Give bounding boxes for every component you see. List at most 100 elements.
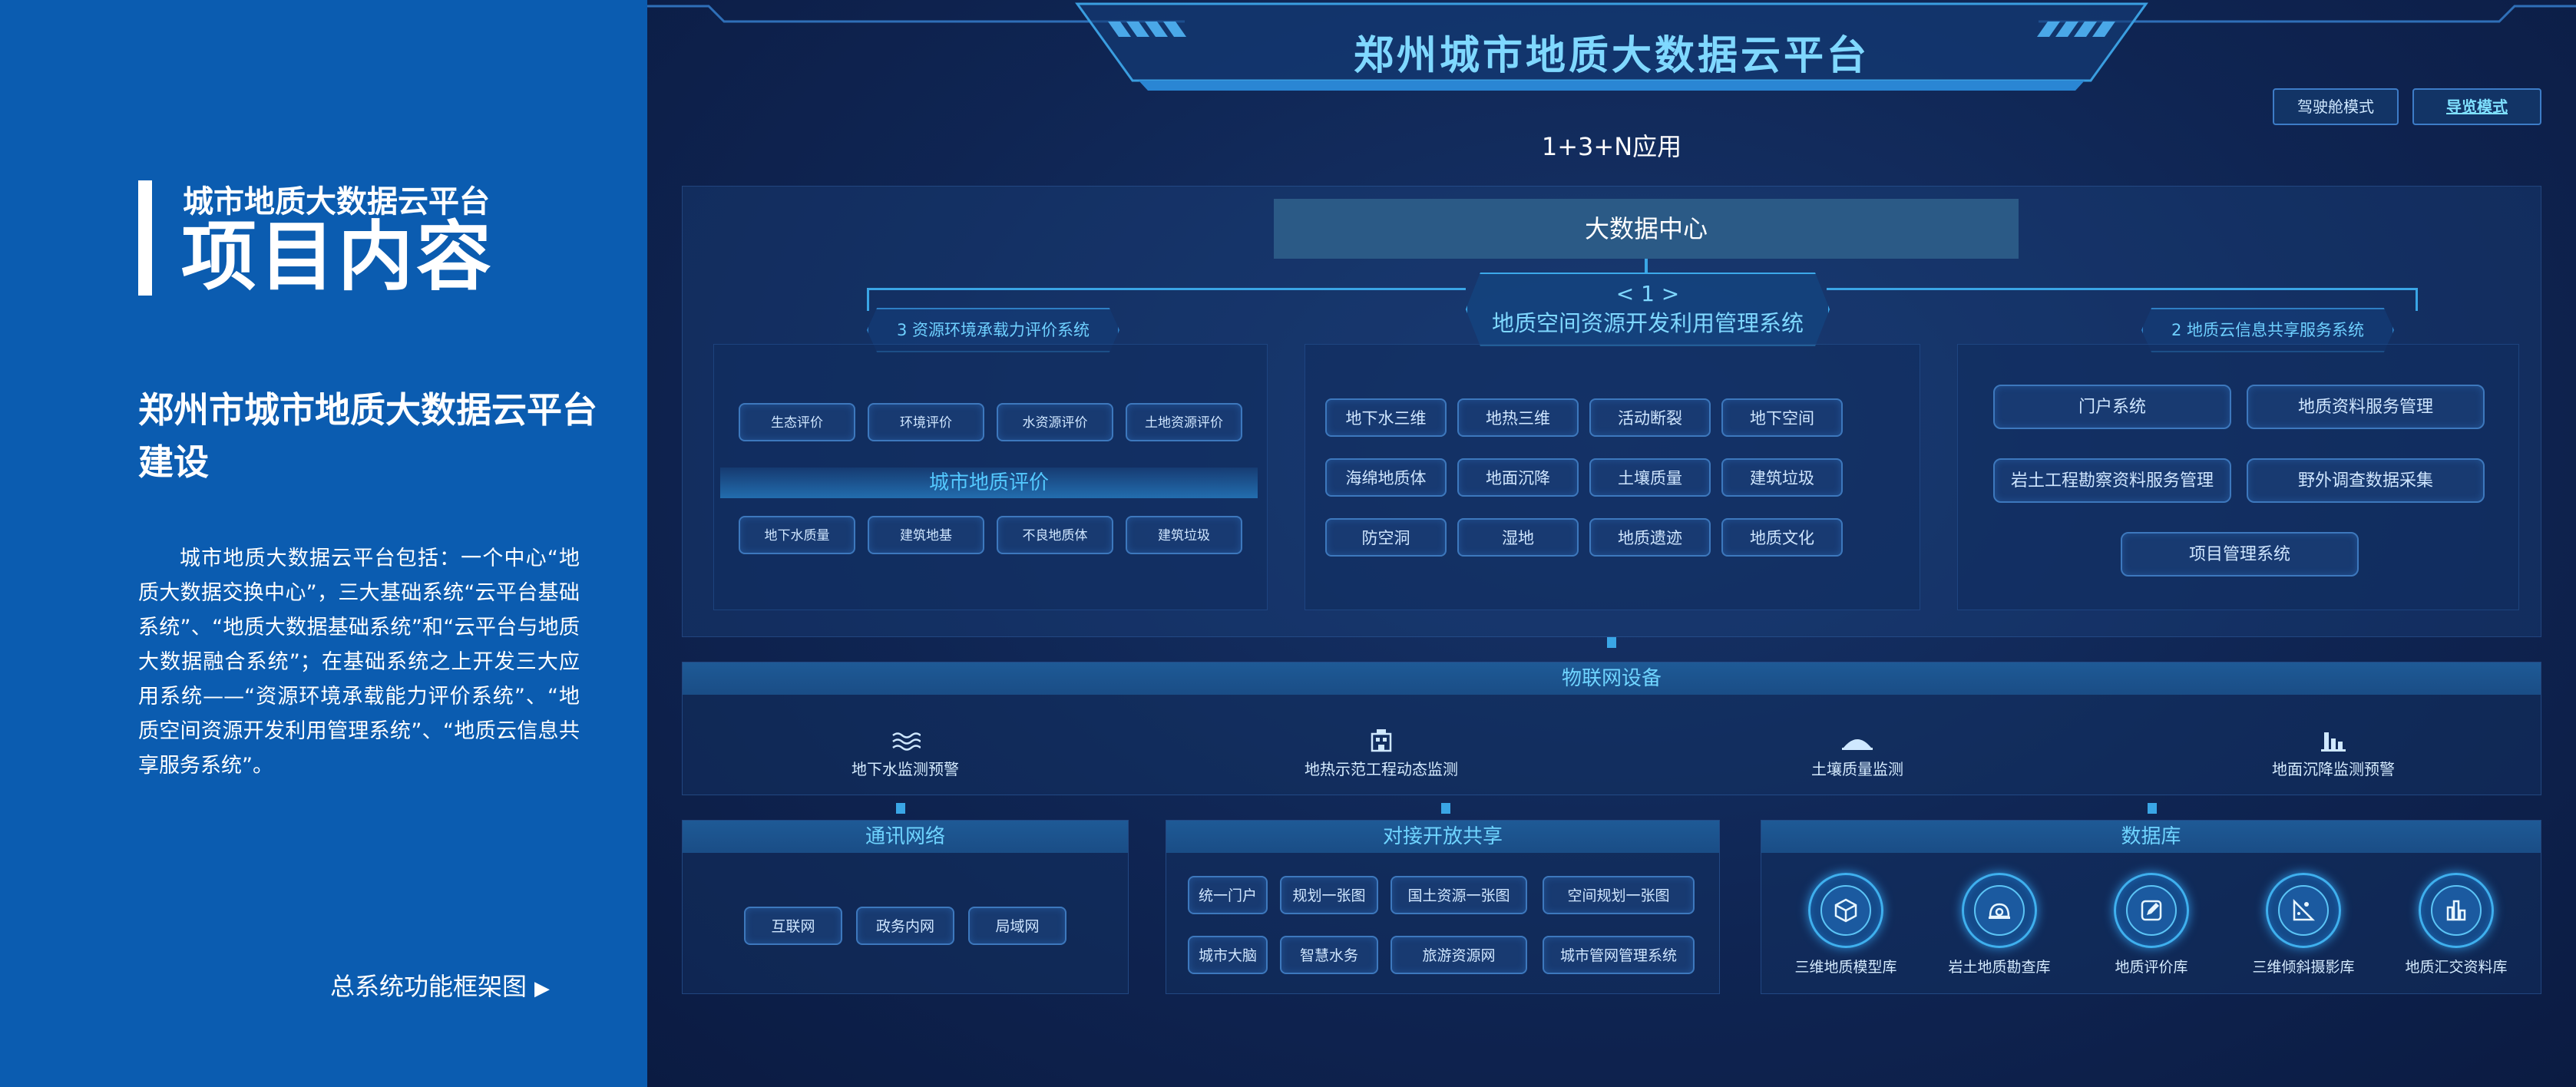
database-item-label: 三维地质模型库 [1794,959,1897,976]
system-architecture-area: 大数据中心 < 1 > 地质空间资源开发利用管理系统 3 资源环境承载力评价系统… [682,186,2541,637]
database-item[interactable]: 三维倾斜摄影库 [2219,873,2388,976]
iot-item[interactable]: 地下水监测预警 [767,728,1043,779]
connector-dot [1607,637,1616,648]
module-chip[interactable]: 地质遗迹 [1589,518,1711,557]
database-item[interactable]: 地质汇交资料库 [2372,873,2541,976]
soil-mound-icon [1842,739,1873,750]
iot-item[interactable]: 土壤质量监测 [1719,728,1996,779]
database-item-label: 地质汇交资料库 [2405,959,2508,976]
edit-icon [2141,900,2162,921]
network-section: 通讯网络 互联网 政务内网 局域网 [682,820,1129,994]
iot-item-label: 地下水监测预警 [852,760,959,778]
db-icon-ring [1962,873,2037,948]
eval-chip[interactable]: 地下水质量 [739,516,855,554]
dashboard-title: 郑州城市地质大数据云平台 [1353,33,1870,79]
module-chip[interactable]: 土壤质量 [1589,458,1711,497]
bigdata-center-box: 大数据中心 [1274,199,2019,259]
database-item-label: 三维倾斜摄影库 [2252,959,2355,976]
database-title-bar: 数据库 [1761,821,2541,853]
share-chip[interactable]: 城市管网管理系统 [1543,936,1695,974]
service-chip[interactable]: 项目管理系统 [2121,532,2359,577]
connector-dot [1441,803,1450,814]
connector-dot [2148,803,2157,814]
urban-geo-eval-bar: 城市地质评价 [720,468,1258,498]
service-chip[interactable]: 门户系统 [1993,385,2231,429]
db-icon-ring [2266,873,2341,948]
share-chip[interactable]: 空间规划一张图 [1543,876,1695,914]
cockpit-mode-button[interactable]: 驾驶舱模式 [2273,88,2399,125]
geo-cloud-sharing-panel: 门户系统 地质资料服务管理 岩土工程勘察资料服务管理 野外调查数据采集 项目管理… [1957,344,2519,610]
db-icon-core [1820,885,1871,936]
share-chip[interactable]: 规划一张图 [1280,876,1378,914]
iot-devices-section: 物联网设备 地下水监测预警 地热示范工程动态监测 土壤质量监测 地面沉降监测预警 [682,662,2541,795]
database-section: 数据库 三维地质模型库 岩土地质勘查库 地质评价库 三维倾斜摄影库 [1761,820,2541,994]
database-item[interactable]: 岩土地质勘查库 [1915,873,2084,976]
play-arrow-icon: ▶ [534,977,551,1000]
project-description: 城市地质大数据云平台包括：一个中心“地质大数据交换中心”，三大基础系统“云平台基… [138,547,580,778]
share-chip[interactable]: 智慧水务 [1280,936,1378,974]
module-chip[interactable]: 地下空间 [1721,398,1843,437]
share-chip[interactable]: 统一门户 [1188,876,1268,914]
bar-chart-icon [2446,900,2466,921]
geo-space-panel: 地下水三维 地热三维 活动断裂 地下空间 海绵地质体 地面沉降 土壤质量 建筑垃… [1305,344,1920,610]
iot-item[interactable]: 地热示范工程动态监测 [1243,728,1519,779]
service-chip[interactable]: 野外调查数据采集 [2247,458,2485,503]
share-chip[interactable]: 城市大脑 [1188,936,1268,974]
network-chip[interactable]: 局域网 [968,907,1066,945]
service-chip[interactable]: 岩土工程勘察资料服务管理 [1993,458,2231,503]
eval-chip[interactable]: 生态评价 [739,403,855,441]
connector-line [1645,259,1648,274]
title-accent-bar [138,180,152,296]
eval-chip[interactable]: 建筑垃圾 [1126,516,1242,554]
framework-diagram-link[interactable]: 总系统功能框架图▶ [330,967,550,1003]
iot-title-bar: 物联网设备 [683,662,2541,695]
database-item-label: 地质评价库 [2115,959,2188,976]
header-frame [647,2,2576,91]
connector-line [867,288,869,311]
panel-title: 项目内容 [181,213,495,301]
module-chip[interactable]: 防空洞 [1325,518,1447,557]
eval-chip[interactable]: 水资源评价 [997,403,1113,441]
share-chip[interactable]: 国土资源一张图 [1391,876,1527,914]
geo-space-system-hub[interactable]: < 1 > 地质空间资源开发利用管理系统 [1466,273,1830,346]
db-icon-core [2278,885,2329,936]
database-item[interactable]: 地质评价库 [2067,873,2236,976]
module-chip[interactable]: 地下水三维 [1325,398,1447,437]
left-info-panel: 城市地质大数据云平台 项目内容 郑州市城市地质大数据云平台建设 城市地质大数据云… [0,0,647,1087]
eval-chip[interactable]: 环境评价 [868,403,984,441]
hub-number: < 1 > [1615,281,1680,306]
database-item[interactable]: 三维地质模型库 [1761,873,1930,976]
db-icon-core [2431,885,2482,936]
db-icon-core [1974,885,2025,936]
connector-line [1827,288,2418,290]
connector-dot [896,803,905,814]
share-chip[interactable]: 旅游资源网 [1391,936,1527,974]
module-chip[interactable]: 地质文化 [1721,518,1843,557]
module-chip[interactable]: 湿地 [1457,518,1579,557]
hub-name: 地质空间资源开发利用管理系统 [1491,310,1804,336]
module-chip[interactable]: 活动断裂 [1589,398,1711,437]
module-chip[interactable]: 建筑垃圾 [1721,458,1843,497]
settlement-chart-icon [2321,732,2346,752]
connector-line [2416,288,2418,311]
db-icon-ring [2114,873,2189,948]
tilt-photo-icon [2293,898,2316,921]
iot-item-label: 土壤质量监测 [1811,760,1903,778]
db-icon-ring [2419,873,2494,948]
module-chip[interactable]: 地面沉降 [1457,458,1579,497]
database-item-label: 岩土地质勘查库 [1948,959,2051,976]
network-chip[interactable]: 政务内网 [856,907,954,945]
module-chip[interactable]: 海绵地质体 [1325,458,1447,497]
network-title-bar: 通讯网络 [683,821,1128,853]
service-chip[interactable]: 地质资料服务管理 [2247,385,2485,429]
iot-item[interactable]: 地面沉降监测预警 [2195,728,2472,779]
network-chip[interactable]: 互联网 [744,907,842,945]
module-chip[interactable]: 地热三维 [1457,398,1579,437]
resource-carrying-panel: 生态评价 环境评价 水资源评价 土地资源评价 城市地质评价 地下水质量 建筑地基… [713,344,1268,610]
guide-mode-button[interactable]: 导览模式 [2412,88,2541,125]
iot-item-label: 地热示范工程动态监测 [1305,760,1458,778]
eval-chip[interactable]: 不良地质体 [997,516,1113,554]
eval-chip[interactable]: 土地资源评价 [1126,403,1242,441]
iot-item-label: 地面沉降监测预警 [2272,760,2395,778]
eval-chip[interactable]: 建筑地基 [868,516,984,554]
